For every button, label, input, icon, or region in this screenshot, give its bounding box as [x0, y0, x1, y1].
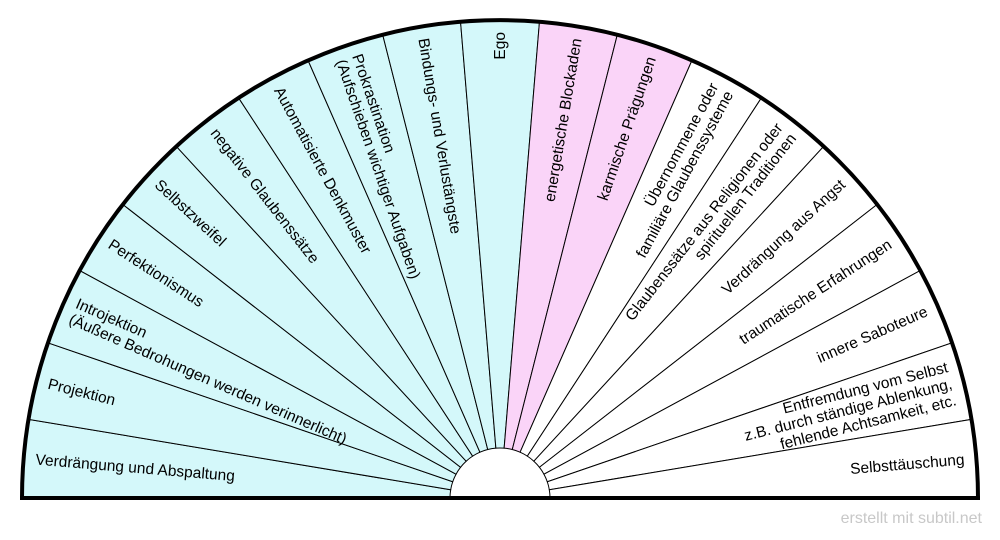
segment-label: Ego: [492, 32, 509, 60]
outer-arc: [20, 18, 980, 499]
segment-label-line: Ego: [492, 32, 509, 60]
watermark: erstellt mit subtil.net: [840, 510, 982, 527]
fan-sectors: [20, 18, 980, 500]
